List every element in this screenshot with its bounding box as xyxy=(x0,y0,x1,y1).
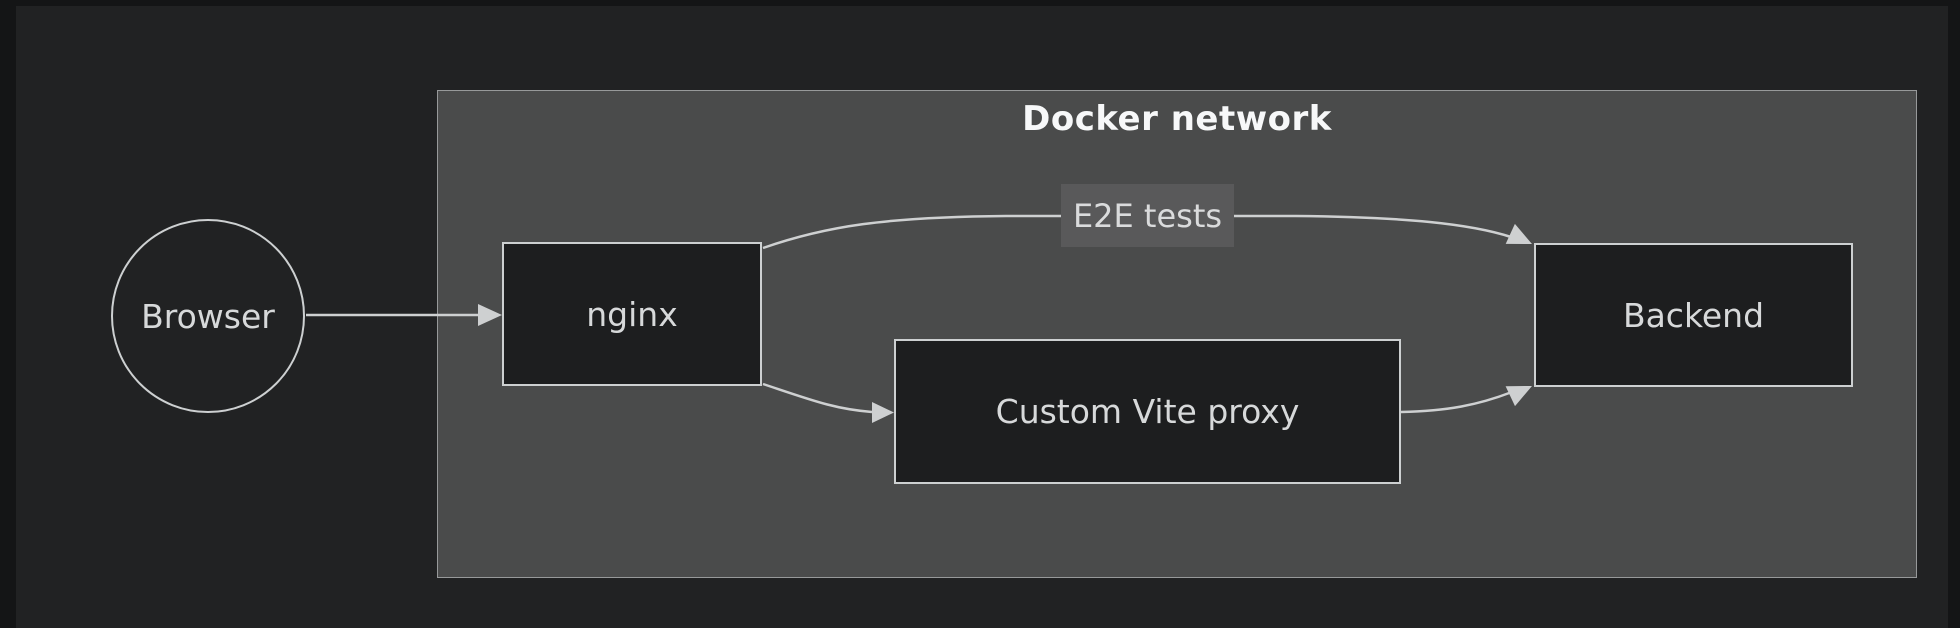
backend-node-label: Backend xyxy=(1622,295,1765,335)
diagram-canvas: Docker network Browser nginx xyxy=(16,6,1948,628)
edge-label-e2e-tests-text: E2E tests xyxy=(1072,196,1223,235)
nginx-node-label: nginx xyxy=(586,294,678,334)
custom-vite-proxy-node: Custom Vite proxy xyxy=(894,339,1401,484)
cluster-title: Docker network xyxy=(1022,99,1332,139)
nginx-node: nginx xyxy=(502,242,762,386)
browser-node: Browser xyxy=(111,219,305,413)
custom-vite-proxy-node-label: Custom Vite proxy xyxy=(995,392,1300,431)
browser-node-label: Browser xyxy=(141,296,275,336)
backend-node: Backend xyxy=(1534,243,1853,387)
edge-label-e2e-tests: E2E tests xyxy=(1061,184,1234,247)
